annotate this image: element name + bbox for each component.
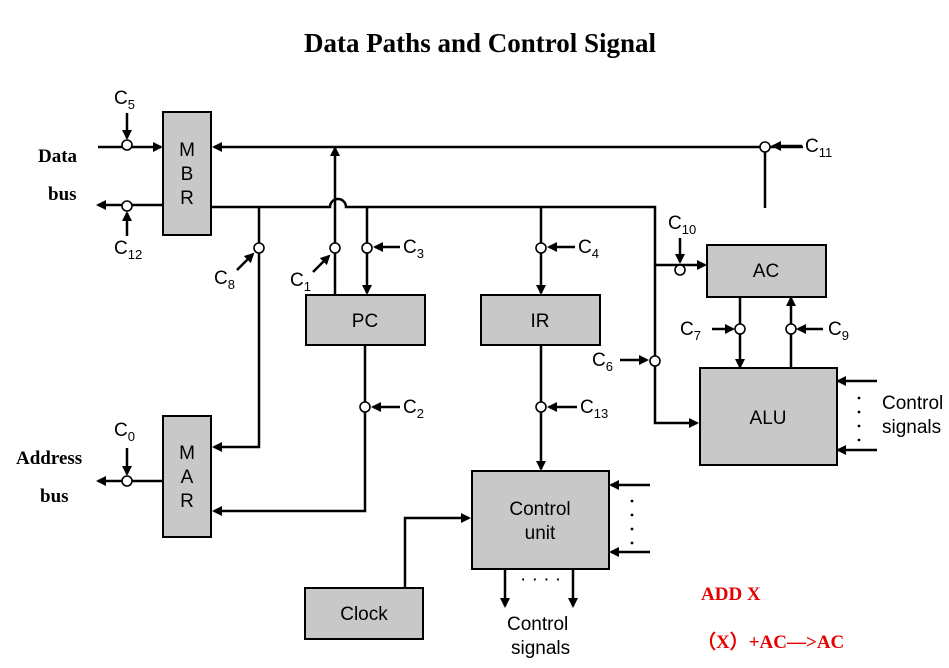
ir-label: IR: [531, 311, 550, 332]
diagram-title: Data Paths and Control Signal: [304, 28, 657, 58]
control-unit-label-1: Control: [509, 499, 570, 520]
cu-in-dot-3: [630, 527, 634, 531]
data-bus-label-1: Data: [38, 146, 78, 167]
block-mar: M A R: [162, 415, 212, 538]
mbr-letter-1: M: [179, 140, 195, 161]
mbr-letter-2: B: [181, 164, 194, 185]
control-unit-label-2: unit: [525, 523, 556, 544]
gate-c12: [121, 200, 133, 212]
alu-control-signals-label-1: Control: [882, 393, 943, 414]
signal-label-c4: C4: [578, 237, 599, 261]
cu-in-dot-4: [630, 541, 634, 545]
wire-clock-to-control-unit: [403, 513, 471, 588]
alu-in-dot-2: [857, 410, 861, 414]
wire-bus-to-alu: [653, 265, 699, 428]
wire-ac-to-mbr: [212, 142, 767, 208]
block-control-unit: Control unit: [471, 470, 610, 570]
gate-c5: [121, 139, 133, 151]
mar-letter-3: R: [180, 491, 194, 512]
gate-c8: [253, 242, 265, 254]
signal-label-c8: C8: [214, 268, 235, 292]
clock-label: Clock: [340, 604, 388, 625]
block-pc: PC: [305, 294, 426, 346]
annotation-operation: （X）+AC—>AC: [697, 630, 844, 653]
signal-label-c10: C10: [668, 213, 696, 237]
alu-label: ALU: [750, 408, 787, 429]
signal-label-c9: C9: [828, 319, 849, 343]
alu-in-dot-4: [857, 438, 861, 442]
mbr-letter-3: R: [180, 188, 194, 209]
arrow-c8: [236, 252, 255, 271]
signal-label-c7: C7: [680, 319, 701, 343]
annotation-instruction: ADD X: [701, 584, 761, 605]
gate-c10: [674, 264, 686, 276]
gate-c11: [759, 141, 771, 153]
gate-c1: [329, 242, 341, 254]
mar-letter-1: M: [179, 443, 195, 464]
gate-c6: [649, 355, 661, 367]
wire-pc-to-mar: [212, 345, 367, 516]
alu-in-dot-3: [857, 424, 861, 428]
cu-in-dot-1: [630, 499, 634, 503]
unit-control-signals-label-1: Control: [507, 614, 568, 635]
address-bus-label-1: Address: [16, 448, 82, 469]
unit-control-signals-label-2: signals: [511, 638, 570, 659]
block-ac: AC: [706, 244, 827, 298]
data-bus-label-2: bus: [48, 184, 77, 205]
mar-letter-2: A: [181, 467, 194, 488]
block-ir: IR: [480, 294, 601, 346]
signal-label-c13: C13: [580, 397, 608, 421]
wire-bus-to-mar: [212, 207, 261, 452]
gate-c0: [121, 475, 133, 487]
gate-c4: [535, 242, 547, 254]
alu-control-signals-label-2: signals: [882, 417, 941, 438]
gate-c7: [734, 323, 746, 335]
ac-label: AC: [753, 261, 779, 282]
signal-label-c1: C1: [290, 270, 311, 294]
gate-c2: [359, 401, 371, 413]
control-unit-out-ellipsis: · · · ·: [520, 569, 561, 590]
signal-label-c11: C11: [805, 136, 832, 160]
signal-label-c3: C3: [403, 237, 424, 261]
signal-label-c6: C6: [592, 350, 613, 374]
block-clock: Clock: [304, 587, 424, 640]
signal-label-c2: C2: [403, 397, 424, 421]
gate-c13: [535, 401, 547, 413]
gate-c3: [361, 242, 373, 254]
pc-label: PC: [352, 311, 378, 332]
wire-mbr-bus-to-ac: [212, 197, 707, 270]
gate-c9: [785, 323, 797, 335]
block-alu: ALU: [699, 367, 838, 466]
arrow-c1: [312, 254, 331, 273]
gates: [121, 139, 797, 487]
address-bus-label-2: bus: [40, 486, 69, 507]
block-mbr: M B R: [162, 111, 212, 236]
signal-label-c5: C5: [114, 88, 135, 112]
signal-label-c0: C0: [114, 420, 135, 444]
vertical-dots: [630, 396, 861, 545]
cu-in-dot-2: [630, 513, 634, 517]
alu-in-dot-1: [857, 396, 861, 400]
signal-arrows: [122, 113, 823, 476]
signal-label-c12: C12: [114, 238, 142, 262]
